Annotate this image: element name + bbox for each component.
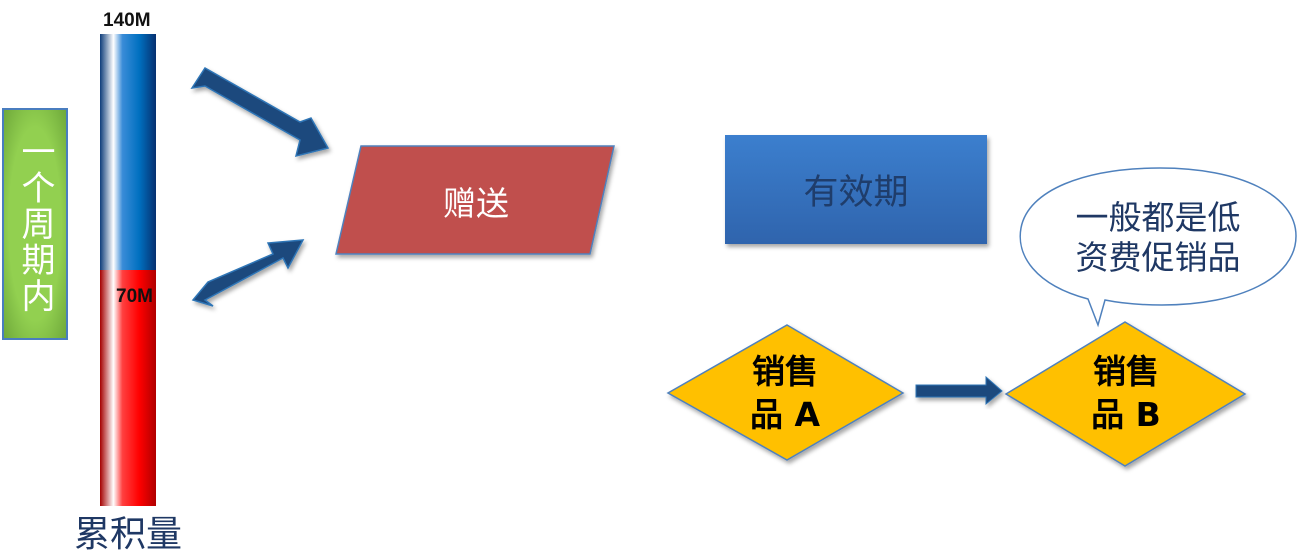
gift-label: 赠送	[443, 184, 509, 223]
product-a-line-1: 销售	[752, 352, 818, 391]
callout-text: 一般都是低 资费促销品	[1040, 198, 1276, 278]
callout-bubble	[1019, 167, 1297, 328]
accumulation-bar-upper	[100, 34, 156, 270]
validity-label: 有效期	[803, 173, 909, 213]
validity-box: 有效期	[725, 135, 987, 244]
product-b-diamond	[1004, 321, 1247, 467]
callout-line-1: 一般都是低	[1075, 198, 1241, 237]
product-b-label: 销售 品 B	[1066, 350, 1186, 436]
product-a-diamond	[666, 324, 905, 461]
bar-mid-label: 70M	[116, 286, 153, 307]
callout-line-2: 资费促销品	[1075, 238, 1241, 277]
bar-top-label: 140M	[103, 10, 151, 31]
arrow-icon-right	[915, 375, 1003, 406]
product-a-line-2: 品 A	[749, 395, 821, 434]
period-label: 一个周期内	[15, 134, 55, 314]
period-box: 一个周期内	[2, 108, 68, 340]
arrow-icon-upper	[190, 66, 330, 158]
gift-parallelogram	[335, 145, 615, 255]
product-b-line-2: 品 B	[1091, 395, 1161, 434]
accumulation-bar-lower	[100, 270, 156, 506]
product-a-label: 销售 品 A	[725, 350, 845, 436]
accumulation-label: 累积量	[74, 514, 183, 555]
product-b-line-1: 销售	[1093, 352, 1159, 391]
arrow-icon-lower	[191, 239, 305, 307]
